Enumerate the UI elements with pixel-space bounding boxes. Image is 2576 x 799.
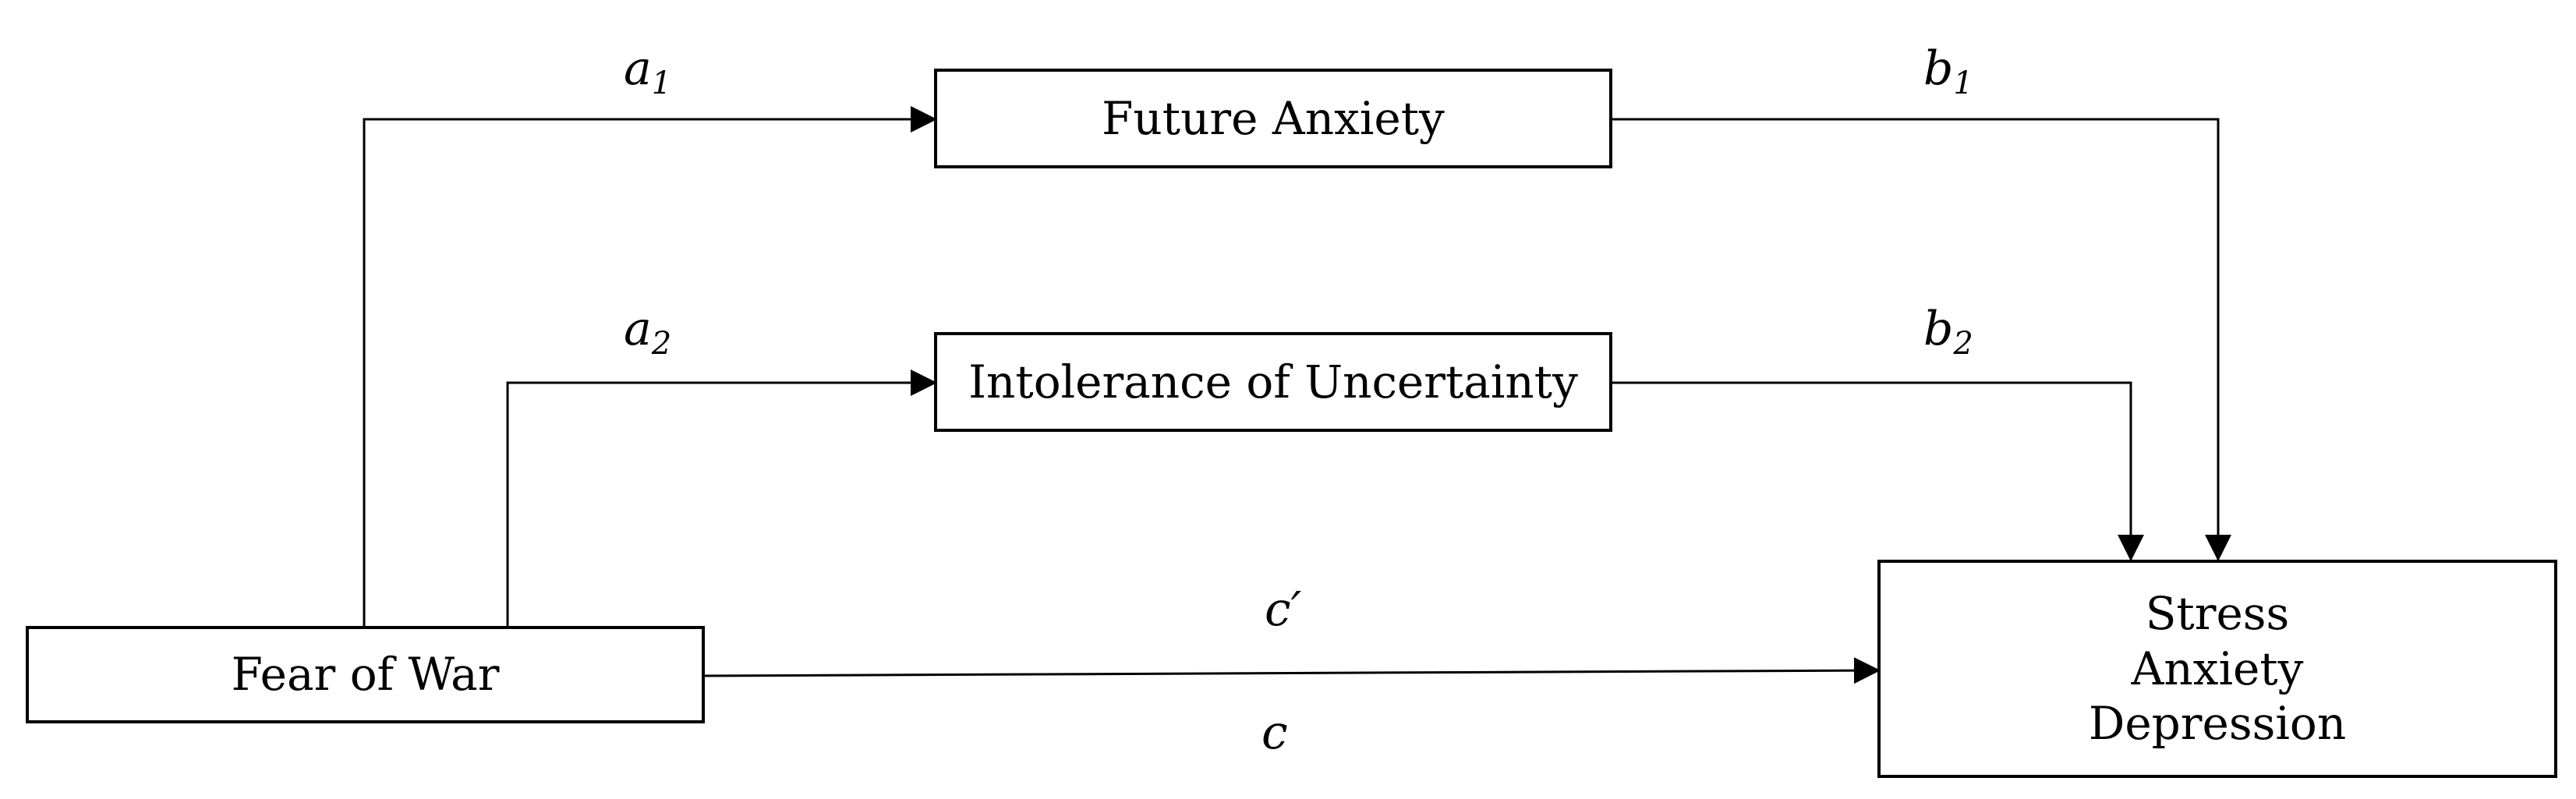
node-intolerance-of-uncertainty-label: Intolerance of Uncertainty xyxy=(968,355,1578,408)
path-label-a2: a2 xyxy=(624,302,672,362)
path-b2-arrow xyxy=(1611,381,2144,561)
path-label-b1: b1 xyxy=(1923,41,1973,101)
path-b1-arrow xyxy=(1611,118,2231,561)
node-future-anxiety-label: Future Anxiety xyxy=(1102,91,1445,145)
node-fear-of-war-label: Fear of War xyxy=(231,648,500,702)
path-label-c: c xyxy=(1261,705,1288,760)
path-label-c-prime: c′ xyxy=(1265,582,1302,637)
node-outcome: Stress Anxiety Depression xyxy=(1877,560,2557,778)
path-a2-arrow xyxy=(506,369,937,626)
path-label-b2: b2 xyxy=(1923,302,1973,362)
path-a1-arrow xyxy=(363,106,937,626)
node-outcome-label-stress: Stress xyxy=(2145,586,2290,640)
node-outcome-label-anxiety: Anxiety xyxy=(2131,642,2304,695)
node-fear-of-war: Fear of War xyxy=(26,626,705,723)
path-label-a1: a1 xyxy=(624,41,672,101)
path-c-arrow xyxy=(702,657,1881,684)
node-future-anxiety: Future Anxiety xyxy=(934,69,1612,168)
node-intolerance-of-uncertainty: Intolerance of Uncertainty xyxy=(934,332,1612,432)
node-outcome-label-depression: Depression xyxy=(2088,697,2347,751)
